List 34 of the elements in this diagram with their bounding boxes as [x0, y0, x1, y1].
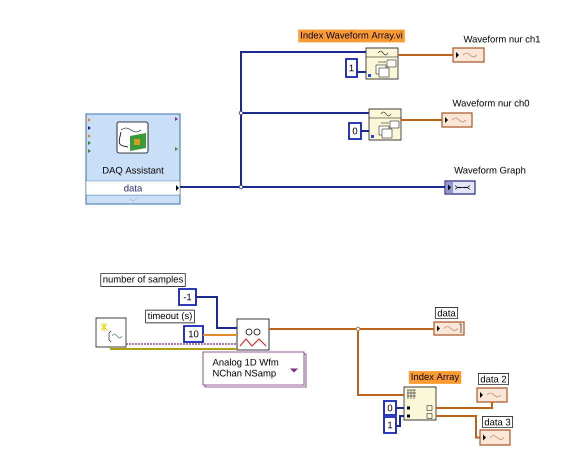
- vi-label: Index Array: [408, 371, 462, 384]
- terminal-label: data 3: [482, 416, 513, 428]
- wire: [436, 402, 493, 409]
- function-block: [96, 318, 126, 348]
- wire: [436, 415, 480, 438]
- wire: [126, 343, 237, 345]
- terminal-label: Waveform nur ch0: [452, 100, 530, 106]
- numeric-constant: 10: [183, 325, 204, 343]
- terminal-label: timeout (s): [145, 310, 195, 324]
- terminal-label: data 2: [478, 373, 509, 385]
- read-function-block: [236, 318, 270, 350]
- numeric-constant: 0: [348, 122, 362, 140]
- wire: [361, 130, 369, 132]
- node-title: DAQ Assistant: [103, 166, 164, 176]
- wire: [398, 54, 453, 56]
- terminal-label: Waveform nur ch1: [464, 36, 540, 42]
- wire: [401, 119, 442, 121]
- wire: [396, 415, 404, 427]
- numeric-constant: -1: [178, 288, 197, 306]
- wire: [396, 407, 404, 409]
- vi-label: Index Waveform Array.vi: [298, 30, 405, 42]
- output-terminal: data: [86, 180, 180, 196]
- wire: [203, 334, 237, 336]
- wire: [357, 71, 366, 73]
- terminal-label: data: [434, 307, 458, 319]
- wire: [180, 186, 445, 188]
- numeric-constant: 1: [383, 416, 397, 434]
- wire: [269, 328, 404, 396]
- terminal-label: Waveform Graph: [454, 166, 526, 176]
- node-label: -1: [184, 294, 192, 300]
- numeric-constant: 0: [383, 400, 397, 416]
- wire: [110, 347, 237, 350]
- wire: [196, 296, 237, 329]
- node-label: 10: [188, 330, 198, 338]
